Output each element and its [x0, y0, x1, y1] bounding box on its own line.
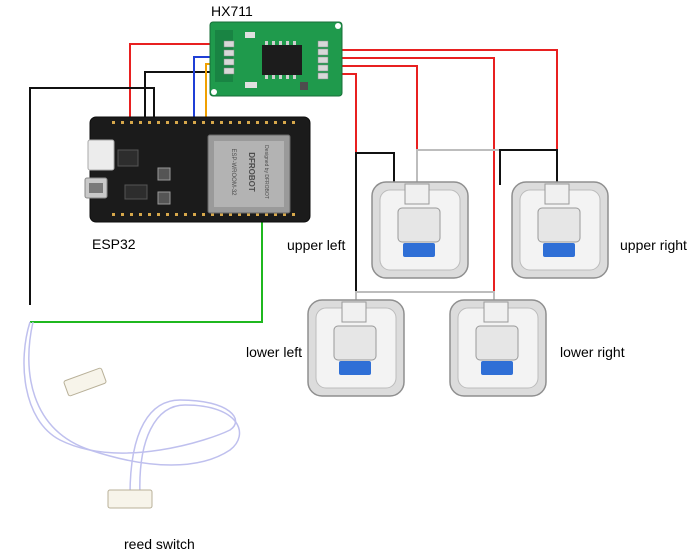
load-cell-lower-left: [307, 299, 405, 397]
reed-cable-1: [23, 321, 237, 496]
wire-red-right-4: [342, 73, 357, 310]
load-cell-lower-right: [449, 299, 547, 397]
lower-right-label: lower right: [560, 344, 625, 360]
wire-black-reed: [29, 87, 155, 305]
reed-cable-2: [28, 321, 241, 496]
wire-red-right-3: [342, 65, 418, 185]
wire-black-ur: [499, 149, 558, 185]
reed-magnet: [63, 367, 107, 397]
wire-white-ll-lr: [355, 291, 495, 305]
load-cell-upper-right: [511, 181, 609, 279]
wire-black-ul-ll: [355, 152, 395, 305]
upper-right-label: upper right: [620, 237, 687, 253]
module-designed-by: Designed by DFROBOT: [263, 145, 269, 199]
wire-red-vcc: [129, 43, 229, 122]
wire-black-gnd: [144, 71, 229, 122]
reed-switch-label: reed switch: [124, 536, 195, 552]
wire-red-right-1: [342, 49, 558, 185]
reed-switch: [23, 321, 241, 509]
wire-red-right-2: [342, 57, 495, 310]
lower-left-label: lower left: [246, 344, 303, 360]
hx711-board: [209, 21, 343, 97]
esp32-board: DFROBOT ESP-WROOM-32 Designed by DFROBOT: [84, 116, 311, 223]
load-cell-upper-left: [371, 181, 469, 279]
hx711-label: HX711: [211, 3, 253, 19]
upper-left-label: upper left: [287, 237, 346, 253]
module-name: ESP-WROOM-32: [230, 148, 236, 196]
esp32-label: ESP32: [92, 236, 136, 252]
reed-sensor: [107, 489, 153, 509]
module-brand: DFROBOT: [247, 152, 256, 192]
wire-white-ul-ur: [416, 149, 500, 185]
